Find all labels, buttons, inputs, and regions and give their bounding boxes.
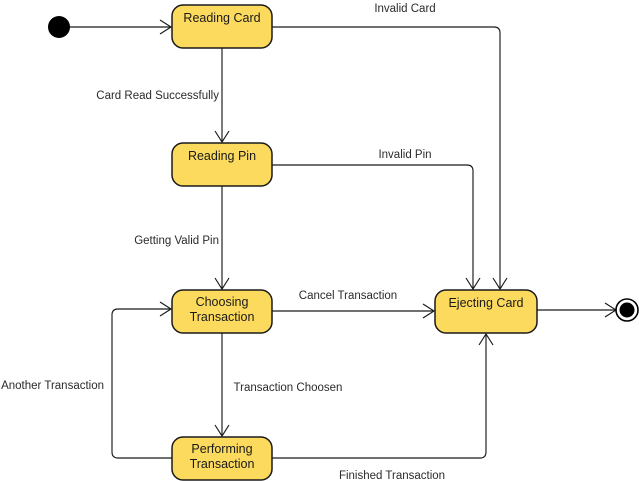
final-state-ring	[615, 298, 639, 322]
arrowhead	[214, 277, 230, 291]
transition-ejecting-card-to-final[interactable]	[537, 302, 618, 318]
edge-label-invalid-card: Invalid Card	[374, 3, 435, 15]
state-box	[171, 142, 273, 187]
arrowhead	[159, 301, 173, 317]
transition-getting-valid-pin[interactable]: Getting Valid Pin	[134, 186, 230, 291]
arrowhead	[214, 424, 230, 438]
state-box	[171, 4, 273, 49]
state-reading-card[interactable]: Reading Card	[171, 4, 273, 49]
initial-state-circle	[48, 16, 70, 38]
arrowhead	[465, 277, 481, 291]
transition-another-transaction[interactable]: Another Transaction	[1, 301, 173, 459]
transition-transaction-choosen[interactable]: Transaction Choosen	[214, 333, 343, 438]
transition-invalid-card[interactable]: Invalid Card	[272, 3, 508, 291]
arrowhead	[478, 332, 494, 346]
arrowhead	[422, 303, 436, 319]
initial-state[interactable]	[48, 16, 70, 38]
state-label-choosing-transaction-line2: Transaction	[190, 310, 255, 324]
state-ejecting-card[interactable]: Ejecting Card	[434, 289, 538, 334]
edge-label-transaction-choosen: Transaction Choosen	[234, 382, 343, 394]
edge-path	[272, 26, 501, 288]
edge-label-getting-valid-pin: Getting Valid Pin	[134, 235, 219, 247]
state-box	[434, 289, 538, 334]
state-label-reading-pin: Reading Pin	[188, 149, 256, 163]
arrowhead	[214, 130, 230, 144]
edge-label-cancel-transaction: Cancel Transaction	[299, 290, 397, 302]
edge-label-invalid-pin: Invalid Pin	[378, 149, 431, 161]
edge-label-card-read-successfully: Card Read Successfully	[96, 90, 219, 102]
state-label-reading-card: Reading Card	[183, 11, 260, 25]
final-state[interactable]	[615, 298, 639, 322]
state-box	[171, 436, 273, 481]
state-label-choosing-transaction-line1: Choosing	[196, 295, 249, 309]
final-state-circle	[619, 302, 635, 318]
state-performing-transaction[interactable]: Performing Transaction	[171, 436, 273, 481]
edge-path	[272, 335, 487, 459]
transition-card-read-successfully[interactable]: Card Read Successfully	[96, 48, 230, 144]
transition-finished-transaction[interactable]: Finished Transaction	[272, 332, 494, 481]
transition-start-to-reading-card[interactable]	[70, 19, 173, 35]
state-label-ejecting-card: Ejecting Card	[448, 296, 523, 310]
edge-path	[272, 164, 474, 288]
edge-path	[111, 308, 172, 459]
state-reading-pin[interactable]: Reading Pin	[171, 142, 273, 187]
state-label-performing-transaction-line2: Transaction	[190, 457, 255, 471]
transition-invalid-pin[interactable]: Invalid Pin	[272, 149, 481, 291]
state-label-performing-transaction-line1: Performing	[191, 442, 252, 456]
transition-cancel-transaction[interactable]: Cancel Transaction	[272, 290, 436, 319]
state-box	[171, 289, 273, 334]
edge-label-finished-transaction: Finished Transaction	[339, 470, 445, 481]
arrowhead	[159, 19, 173, 35]
arrowhead	[492, 277, 508, 291]
state-choosing-transaction[interactable]: Choosing Transaction	[171, 289, 273, 334]
edge-label-another-transaction: Another Transaction	[1, 380, 104, 392]
